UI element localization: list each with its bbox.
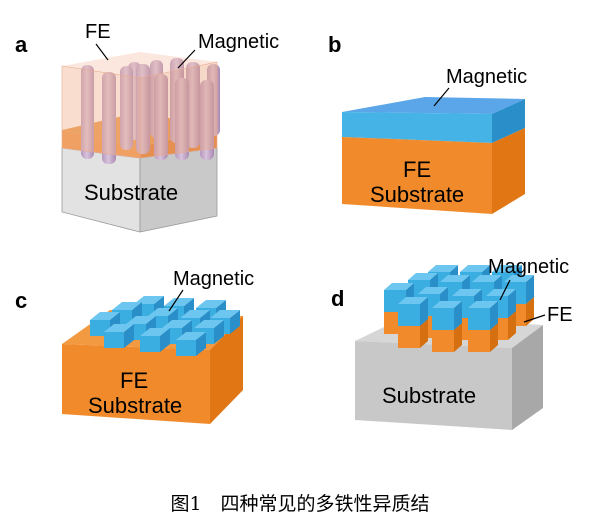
panel-c-magnetic-cube-5-top: [180, 310, 210, 318]
panel-a-magnetic-label: Magnetic: [198, 31, 279, 53]
panel-d-fe-cube-13-front: [468, 330, 490, 352]
panel-d-fe-cube-11-side: [420, 319, 428, 348]
panel-a-matrix-left: [61, 65, 141, 159]
figure-caption: 图1 四种常见的多铁性异质结: [170, 493, 429, 515]
panel-d-magnetic-cube-3-top: [408, 273, 438, 280]
panel-b-blue-left: [342, 112, 492, 143]
panel-d-magnetic-cube-6-side: [526, 275, 534, 304]
panel-a: a FE Magnetic Substrate: [15, 21, 279, 233]
panel-b: b Magnetic FE Substrate: [328, 32, 527, 214]
panel-d-fe-cube-11-front: [398, 326, 420, 348]
panel-d-magnetic-cube-9-top: [452, 289, 482, 296]
panel-d-magnetic-cube-4-top: [440, 275, 470, 282]
panel-d-magnetic-cube-12-top: [432, 301, 462, 308]
panel-d-magnetic-cube-13-top: [468, 301, 498, 308]
panel-d-magnetic-cube-12-side: [454, 301, 462, 330]
panel-d-magnetic-cube-11-side: [420, 297, 428, 326]
panel-d-magnetic-cube-1-top: [460, 265, 490, 272]
panel-d-magnetic-cube-5-top: [472, 275, 502, 282]
panel-b-fe-front: [342, 137, 492, 214]
panel-d-letter: d: [331, 286, 344, 311]
panel-a-substrate-label: Substrate: [84, 180, 178, 205]
panel-c-magnetic-cube-11-top: [104, 324, 134, 332]
panel-a-fe-leader: [95, 43, 109, 61]
panel-d-fe-label: FE: [547, 304, 573, 326]
panel-c-magnetic-cube-11-front: [104, 332, 124, 348]
panel-c-magnetic-cube-12-top: [140, 328, 170, 336]
panel-b-magnetic-leader: [433, 87, 450, 107]
panel-d-magnetic-cube-12-front: [432, 308, 454, 330]
panel-c-magnetic-cube-4-top: [148, 308, 178, 316]
panel-c-magnetic-cube-7-top: [90, 312, 120, 320]
panel-c-fe-right: [210, 316, 243, 424]
panel-d-magnetic-cube-6-top: [504, 275, 534, 282]
panel-d-magnetic-leader: [499, 279, 511, 301]
panel-c-magnetic-cube-12-front: [140, 336, 160, 352]
panel-c-fe-front: [62, 344, 210, 424]
panel-c-magnetic-leader: [168, 289, 184, 312]
panel-b-blue-top: [342, 97, 525, 114]
panel-d-magnetic-label: Magnetic: [488, 256, 569, 278]
panel-c-magnetic-cube-10-top: [194, 320, 224, 328]
panel-d-magnetic-cube-10-side: [508, 289, 516, 318]
panel-d-magnetic-cube-13-front: [468, 308, 490, 330]
panel-c-magnetic-cube-2-top: [196, 300, 226, 308]
panel-d-substrate-right: [512, 325, 543, 430]
panel-d-magnetic-cube-11-top: [398, 297, 428, 304]
panel-a-matrix-top: [62, 52, 217, 78]
panel-c-letter: c: [15, 288, 27, 313]
panel-c-magnetic-cube-6-top: [210, 310, 240, 318]
panel-b-fe-label: FE: [403, 157, 431, 182]
panel-c-magnetic-cube-3-top: [112, 302, 142, 310]
panel-a-fe-label: FE: [85, 21, 111, 43]
panel-d-fe-cube-10-side: [508, 311, 516, 340]
panel-c-cubes: [90, 296, 240, 356]
panel-d-fe-leader: [523, 314, 546, 323]
panel-b-blue-right: [492, 99, 525, 143]
panel-c-magnetic-cube-9-top: [162, 320, 192, 328]
panel-d-fe-cube-13-side: [490, 323, 498, 352]
panel-b-substrate-label: Substrate: [370, 182, 464, 207]
panel-c: c Magnetic FE Substrate: [15, 268, 254, 424]
panel-a-matrix-front: [139, 61, 218, 159]
panel-d-fe-cube-12-side: [454, 323, 462, 352]
panel-b-magnetic-label: Magnetic: [446, 66, 527, 88]
panel-d-magnetic-cube-2-top: [492, 265, 522, 272]
panel-b-letter: b: [328, 32, 341, 57]
panel-d-fe-cube-12-front: [432, 330, 454, 352]
panel-d: d Magnetic FE Substrate: [331, 256, 573, 430]
panel-d-magnetic-cube-7-top: [384, 283, 414, 290]
panel-c-magnetic-cube-1-top: [164, 298, 194, 306]
panel-c-magnetic-cube-13-front: [176, 340, 196, 356]
panel-c-magnetic-cube-8-top: [126, 316, 156, 324]
panel-c-substrate-label: Substrate: [88, 393, 182, 418]
panel-a-letter: a: [15, 32, 28, 57]
panel-d-substrate-label: Substrate: [382, 383, 476, 408]
panel-c-magnetic-cube-13-top: [176, 332, 206, 340]
panel-d-magnetic-cube-0-top: [428, 265, 458, 272]
panel-d-magnetic-cube-13-side: [490, 301, 498, 330]
panel-c-magnetic-label: Magnetic: [173, 268, 254, 290]
panel-d-substrate-front: [355, 341, 512, 430]
panel-a-magnetic-leader: [177, 49, 196, 69]
panel-d-pillars: [384, 265, 534, 352]
panel-c-fe-label: FE: [120, 368, 148, 393]
panel-d-magnetic-cube-11-front: [398, 304, 420, 326]
panel-b-fe-right: [492, 128, 525, 214]
panel-d-magnetic-cube-8-top: [418, 287, 448, 294]
panel-d-magnetic-cube-10-top: [486, 289, 516, 296]
